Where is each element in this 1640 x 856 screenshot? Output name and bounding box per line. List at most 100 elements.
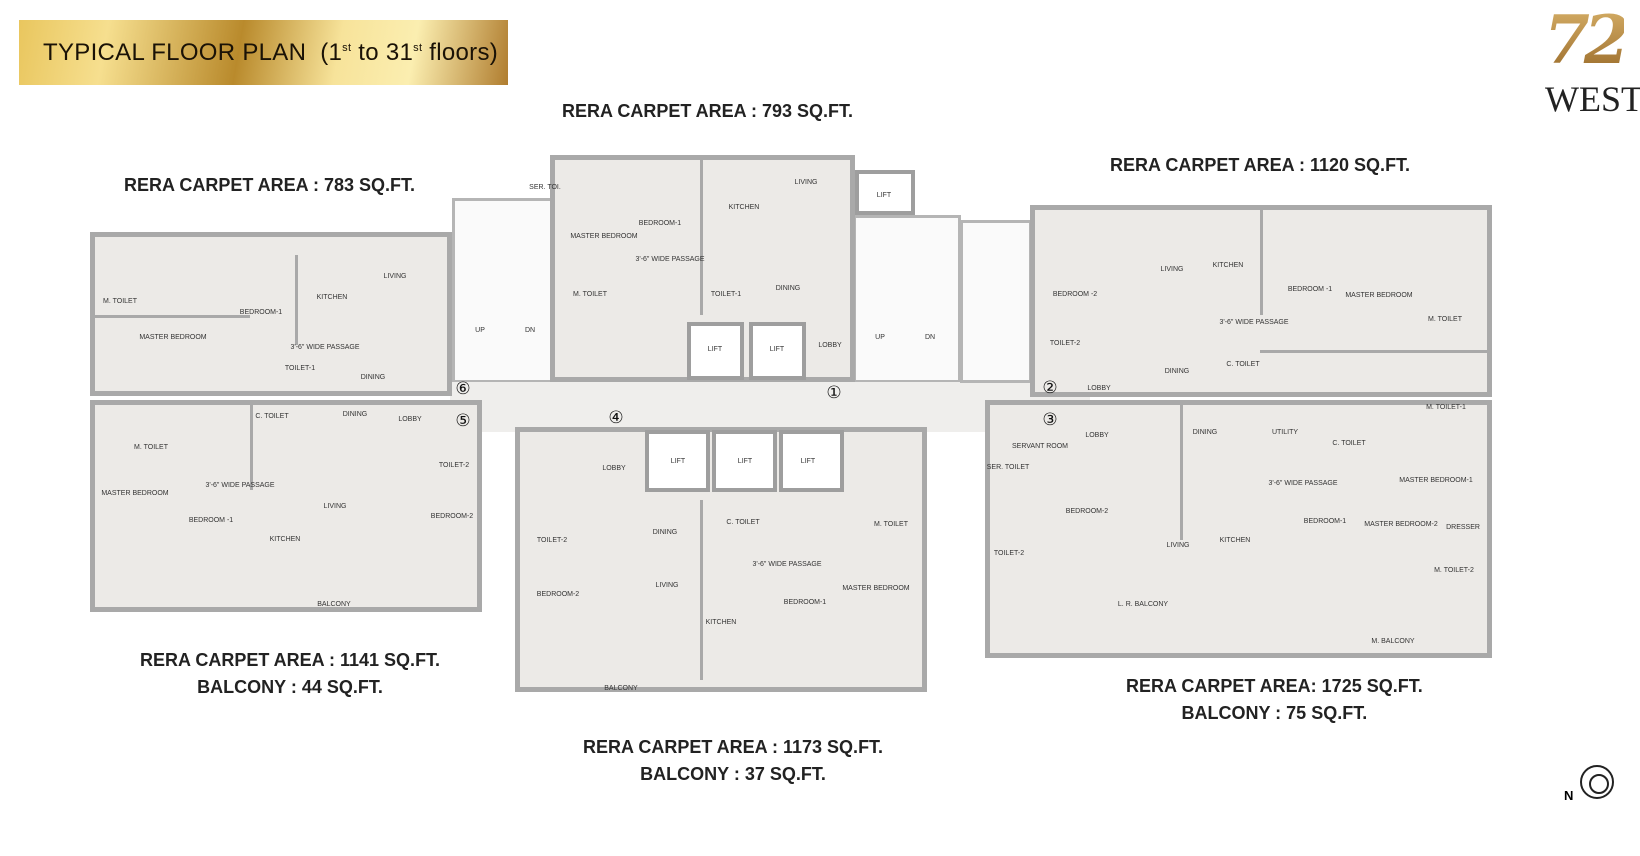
room-label: TOILET-2 bbox=[438, 462, 470, 469]
stair-core-right bbox=[853, 215, 961, 383]
room-label: 3'-6" WIDE PASSAGE bbox=[1268, 480, 1338, 487]
room-label: C. TOILET bbox=[1332, 440, 1366, 447]
room-label: SER. TOILET bbox=[986, 464, 1030, 471]
wall bbox=[250, 400, 253, 490]
title-banner: TYPICAL FLOOR PLAN (1st to 31st floors) bbox=[19, 20, 508, 85]
room-label: MASTER BEDROOM bbox=[101, 490, 169, 497]
room-label: BALCONY bbox=[604, 685, 638, 692]
room-label: C. TOILET bbox=[726, 519, 760, 526]
room-label: DINING bbox=[360, 374, 386, 381]
lift bbox=[749, 322, 806, 380]
room-label: BALCONY bbox=[317, 601, 351, 608]
room-label: MASTER BEDROOM bbox=[139, 334, 207, 341]
wall bbox=[700, 155, 703, 315]
room-label: TOILET-2 bbox=[993, 550, 1025, 557]
wall bbox=[295, 255, 298, 345]
room-label: LIFT bbox=[800, 458, 816, 465]
room-label: LIVING bbox=[1166, 542, 1190, 549]
stair-core-left bbox=[452, 198, 556, 383]
room-label: M. TOILET bbox=[573, 291, 607, 298]
wall bbox=[1260, 350, 1490, 353]
unit-entry-marker: ⑤ bbox=[455, 411, 471, 430]
room-label: SER. TOI. bbox=[529, 184, 561, 191]
room-label: KITCHEN bbox=[1219, 537, 1251, 544]
room-label: UTILITY bbox=[1271, 429, 1299, 436]
room-label: LIVING bbox=[1160, 266, 1184, 273]
room-label: M. TOILET bbox=[874, 521, 908, 528]
wall bbox=[1260, 205, 1263, 315]
room-label: KITCHEN bbox=[705, 619, 737, 626]
room-label: BEDROOM-1 bbox=[239, 309, 283, 316]
room-label: MASTER BEDROOM bbox=[842, 585, 910, 592]
unit-area-1120: RERA CARPET AREA : 1120 SQ.FT. bbox=[1110, 155, 1411, 175]
room-label: C. TOILET bbox=[1226, 361, 1260, 368]
core-right-link bbox=[960, 220, 1032, 383]
room-label: BEDROOM-1 bbox=[638, 220, 682, 227]
room-label: BEDROOM-1 bbox=[1303, 518, 1347, 525]
room-label: KITCHEN bbox=[269, 536, 301, 543]
unit-entry-marker: ⑥ bbox=[455, 379, 471, 398]
room-label: 3'-6" WIDE PASSAGE bbox=[635, 256, 705, 263]
lift bbox=[645, 430, 710, 492]
room-label: SERVANT ROOM bbox=[1011, 443, 1069, 450]
room-label: KITCHEN bbox=[1212, 262, 1244, 269]
room-label: TOILET-1 bbox=[284, 365, 316, 372]
unit-area-783: RERA CARPET AREA : 783 SQ.FT. bbox=[124, 175, 416, 195]
unit-1141 bbox=[90, 400, 482, 612]
common-corridor bbox=[450, 382, 1090, 432]
wall bbox=[90, 315, 250, 318]
room-label: LOBBY bbox=[1085, 432, 1109, 439]
unit-entry-marker: ① bbox=[826, 383, 842, 402]
room-label: KITCHEN bbox=[728, 204, 760, 211]
room-label: 3'-6" WIDE PASSAGE bbox=[290, 344, 360, 351]
room-label: LOBBY bbox=[818, 342, 842, 349]
room-label: MASTER BEDROOM-1 bbox=[1399, 477, 1473, 484]
room-label: LIFT bbox=[707, 346, 723, 353]
room-label: BEDROOM-2 bbox=[536, 591, 580, 598]
room-label: M. TOILET bbox=[134, 444, 168, 451]
room-label: DINING bbox=[1192, 429, 1218, 436]
room-label: M. TOILET-1 bbox=[1426, 404, 1466, 411]
room-label: DINING bbox=[1164, 368, 1190, 375]
room-label: BEDROOM-2 bbox=[1065, 508, 1109, 515]
room-label: M. TOILET bbox=[103, 298, 137, 305]
room-label: DINING bbox=[775, 285, 801, 292]
lift bbox=[712, 430, 777, 492]
room-label: DINING bbox=[652, 529, 678, 536]
room-label: DRESSER bbox=[1446, 524, 1480, 531]
room-label: MASTER BEDROOM-2 bbox=[1364, 521, 1438, 528]
north-label: N bbox=[1564, 788, 1574, 803]
room-label: BEDROOM-1 bbox=[783, 599, 827, 606]
unit-area-1173: RERA CARPET AREA : 1173 SQ.FT.BALCONY : … bbox=[583, 737, 884, 784]
room-label: LIVING bbox=[794, 179, 818, 186]
lift bbox=[855, 170, 915, 215]
unit-entry-marker: ② bbox=[1042, 378, 1058, 397]
room-label: BEDROOM -1 bbox=[188, 517, 234, 524]
stair-label: DN bbox=[924, 334, 936, 341]
room-label: M. TOILET bbox=[1428, 316, 1462, 323]
room-label: BEDROOM -1 bbox=[1287, 286, 1333, 293]
unit-entry-marker: ④ bbox=[608, 408, 624, 427]
room-label: MASTER BEDROOM bbox=[1345, 292, 1413, 299]
wall bbox=[700, 500, 703, 680]
room-label: BEDROOM-2 bbox=[430, 513, 474, 520]
brand-logo: 72 WEST bbox=[1540, 4, 1640, 120]
room-label: 3'-6" WIDE PASSAGE bbox=[752, 561, 822, 568]
stair-label: UP bbox=[475, 327, 485, 334]
room-label: 3'-6" WIDE PASSAGE bbox=[1219, 319, 1289, 326]
room-label: KITCHEN bbox=[316, 294, 348, 301]
room-label: M. TOILET-2 bbox=[1434, 567, 1474, 574]
room-label: TOILET-2 bbox=[536, 537, 568, 544]
room-label: 3'-6" WIDE PASSAGE bbox=[205, 482, 275, 489]
room-label: C. TOILET bbox=[255, 413, 289, 420]
unit-entry-marker: ③ bbox=[1042, 410, 1058, 429]
stair-label: DN bbox=[524, 327, 536, 334]
room-label: BEDROOM -2 bbox=[1052, 291, 1098, 298]
unit-783 bbox=[90, 232, 452, 396]
room-label: M. BALCONY bbox=[1371, 638, 1415, 645]
room-label: LIVING bbox=[383, 273, 407, 280]
room-label: LIVING bbox=[323, 503, 347, 510]
room-label: TOILET-1 bbox=[710, 291, 742, 298]
room-label: LIFT bbox=[737, 458, 753, 465]
